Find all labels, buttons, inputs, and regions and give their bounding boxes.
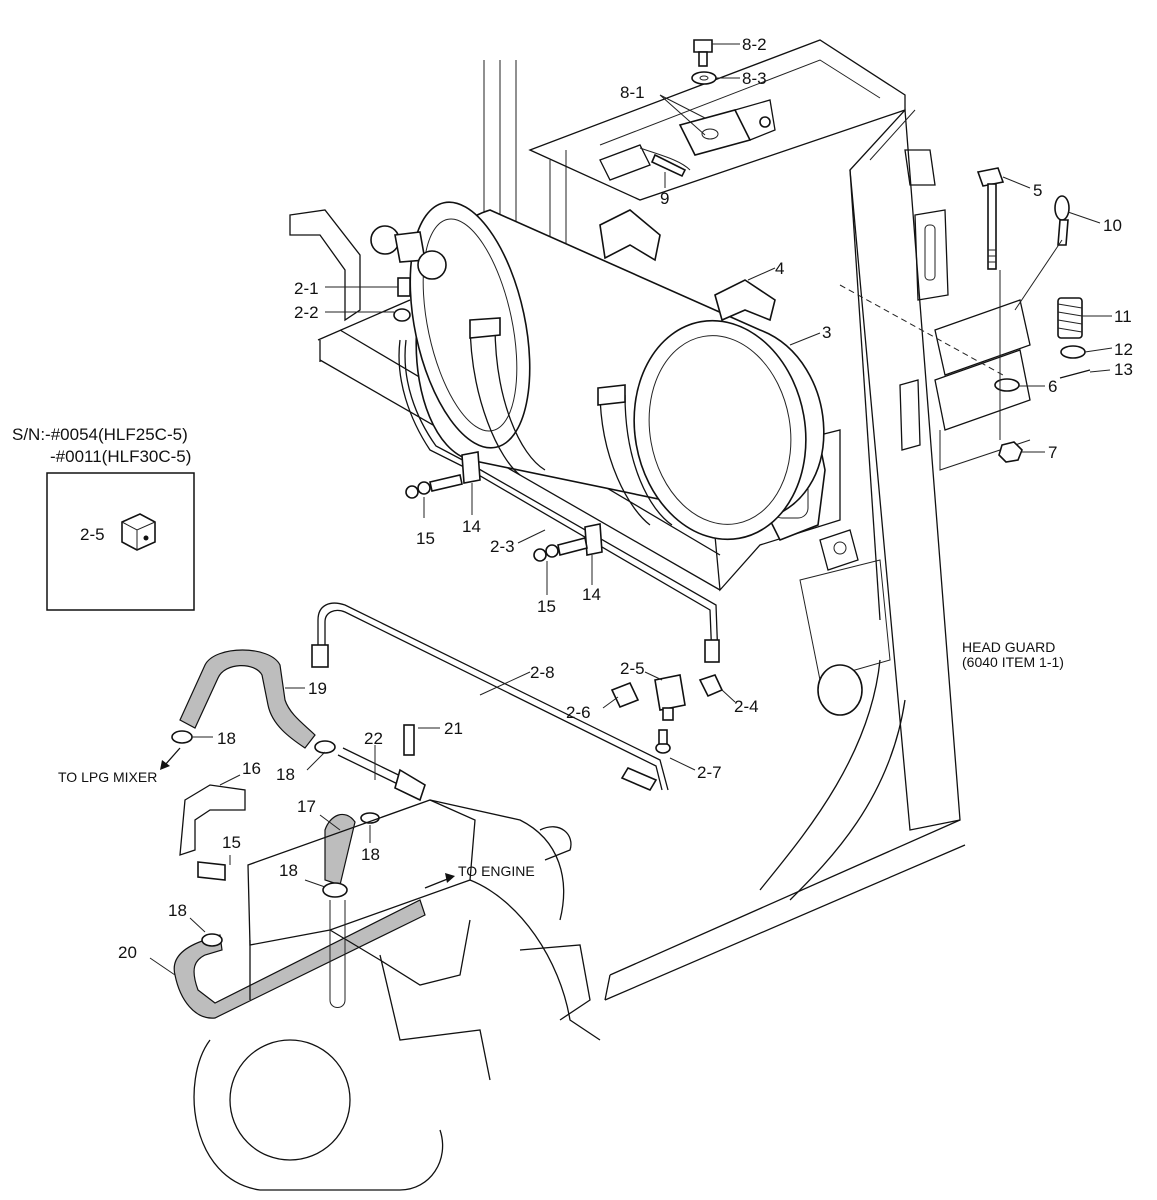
callout-22: 22 xyxy=(364,729,383,748)
callout-7: 7 xyxy=(1048,443,1058,462)
to-lpg-mixer-note: TO LPG MIXER xyxy=(58,769,158,785)
to-engine-note: TO ENGINE xyxy=(458,863,535,879)
callout-4: 4 xyxy=(775,259,785,278)
callout-2-6: 2-6 xyxy=(566,703,591,722)
callout-2-3: 2-3 xyxy=(490,537,515,556)
callout-10: 10 xyxy=(1103,216,1122,235)
callout-19: 19 xyxy=(308,679,327,698)
inset-part-label: 2-5 xyxy=(80,525,105,544)
fuel-lines xyxy=(311,339,724,792)
callout-14a: 14 xyxy=(462,517,481,536)
head-guard-note: HEAD GUARD (6040 ITEM 1-1) xyxy=(962,639,1064,671)
callout-18d: 18 xyxy=(279,861,298,880)
callout-18b: 18 xyxy=(276,765,295,784)
callout-20: 20 xyxy=(118,943,137,962)
inset-box xyxy=(46,472,195,611)
callout-6: 6 xyxy=(1048,377,1058,396)
callout-2-8: 2-8 xyxy=(530,663,555,682)
callout-14b: 14 xyxy=(582,585,601,604)
inset-serial-line-1: S/N:-#0054(HLF25C-5) xyxy=(12,425,188,444)
hoses-and-engine xyxy=(160,649,601,1191)
callout-18a: 18 xyxy=(217,729,236,748)
callout-15c: 15 xyxy=(222,833,241,852)
callout-2-2: 2-2 xyxy=(294,303,319,322)
callout-11: 11 xyxy=(1114,307,1132,326)
head-guard-frame xyxy=(483,39,1031,1001)
callout-8-1: 8-1 xyxy=(620,83,645,102)
callout-15b: 15 xyxy=(537,597,556,616)
callout-3: 3 xyxy=(822,323,832,342)
callout-8-3: 8-3 xyxy=(742,69,767,88)
callout-15a: 15 xyxy=(416,529,435,548)
head-guard-line-2: (6040 ITEM 1-1) xyxy=(962,654,1064,671)
inset-serial-line-2: -#0011(HLF30C-5) xyxy=(50,447,192,466)
callout-2-7: 2-7 xyxy=(697,763,722,782)
callout-17: 17 xyxy=(297,797,316,816)
callout-18e: 18 xyxy=(168,901,187,920)
mounting-hardware xyxy=(839,167,1091,463)
callout-2-5: 2-5 xyxy=(620,659,645,678)
callout-8-2: 8-2 xyxy=(742,35,767,54)
callout-18c: 18 xyxy=(361,845,380,864)
tank-bracket-assembly xyxy=(599,39,776,181)
callout-12: 12 xyxy=(1114,340,1133,359)
callout-2-4: 2-4 xyxy=(734,697,759,716)
callout-2-1: 2-1 xyxy=(294,279,319,298)
head-guard-line-1: HEAD GUARD xyxy=(962,639,1056,655)
leader-lines xyxy=(119,43,1113,976)
lpg-tank xyxy=(370,201,825,541)
callout-9: 9 xyxy=(660,189,670,208)
callout-13: 13 xyxy=(1114,360,1133,379)
callout-16: 16 xyxy=(242,759,261,778)
callout-21: 21 xyxy=(444,719,463,738)
callout-5: 5 xyxy=(1033,181,1043,200)
